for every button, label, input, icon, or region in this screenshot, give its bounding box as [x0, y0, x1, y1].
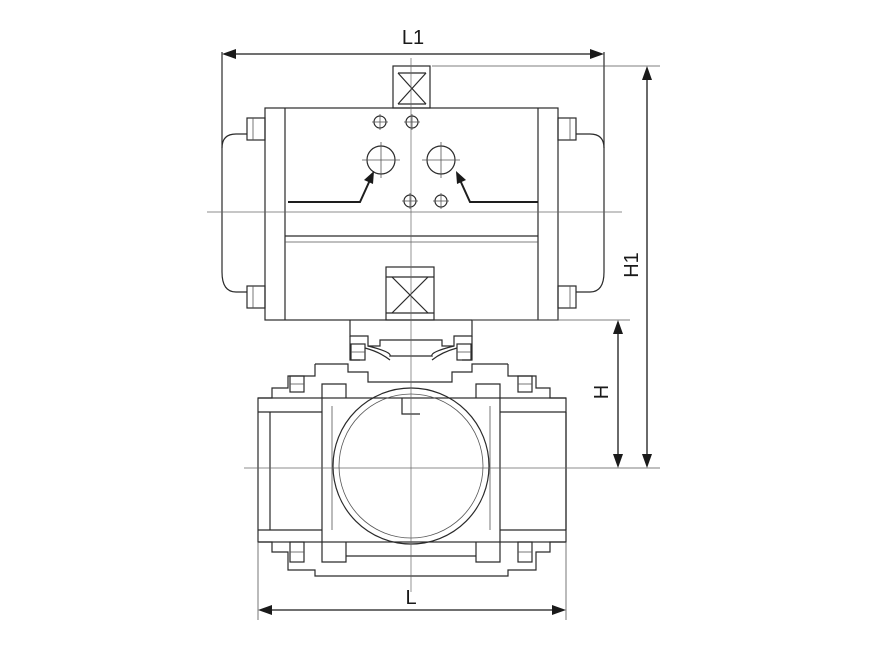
top-position-indicator: [392, 65, 431, 109]
actuator-end-caps: [246, 117, 577, 309]
valve-body: [257, 397, 567, 543]
dimension-l1: L1: [222, 27, 604, 59]
label-l: L: [405, 587, 416, 609]
stem-coupling-indicator: [385, 266, 435, 321]
dimension-h1: H1: [432, 65, 660, 469]
actuator-body: [264, 107, 559, 321]
dimension-h: H: [472, 319, 630, 468]
actuator-side-brackets: [221, 52, 605, 293]
valve-bottom-flange: [258, 541, 566, 577]
label-h1: H1: [621, 252, 643, 278]
dimension-l: L: [257, 542, 567, 620]
center-lines: [207, 58, 622, 592]
label-l1: L1: [402, 27, 424, 49]
actuator-ports: [362, 114, 460, 209]
valve-top-flange: [258, 363, 566, 399]
port-flow-arrows: [288, 171, 538, 203]
label-h: H: [591, 385, 613, 399]
